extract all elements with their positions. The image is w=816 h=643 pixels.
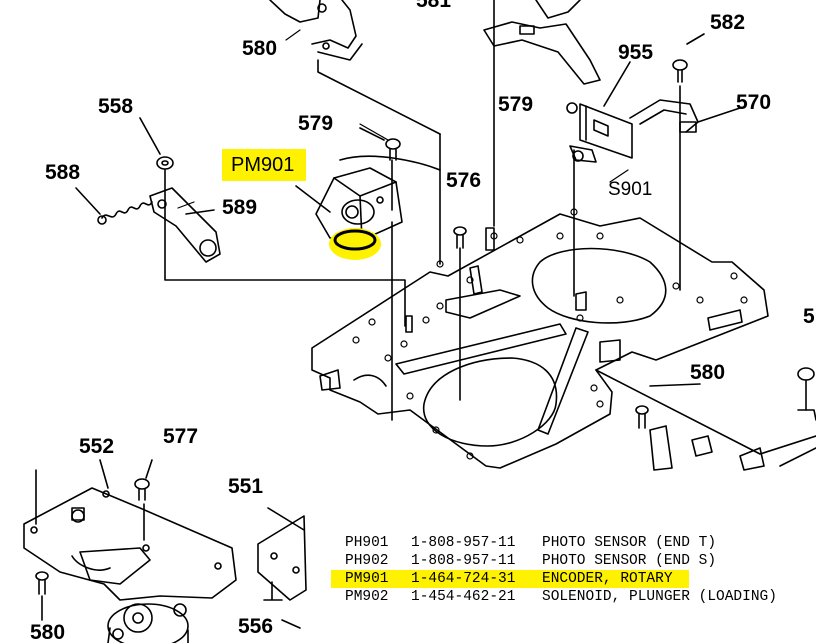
callout-580-top: 580 — [242, 37, 278, 60]
part-description: ENCODER, ROTARY — [542, 571, 673, 587]
plate-551 — [257, 507, 307, 629]
leader-lines — [177, 29, 629, 209]
part-ref: PM901 — [345, 571, 389, 587]
callout-556: 556 — [238, 615, 274, 638]
rotary-encoder-pm901 — [295, 155, 441, 260]
callout-955: 955 — [618, 41, 654, 64]
callout-edge-5: 5 — [803, 305, 815, 328]
part-ref: PM902 — [345, 589, 389, 605]
callout-576: 576 — [446, 169, 482, 192]
callout-551: 551 — [228, 475, 264, 498]
callout-s901: S901 — [608, 179, 653, 200]
callout-579-right: 579 — [498, 93, 534, 116]
part-number: 1-464-724-31 — [411, 571, 516, 587]
pm901-tag-label: PM901 — [231, 154, 295, 176]
part-ref: PH902 — [345, 553, 389, 569]
part-description: PHOTO SENSOR (END S) — [542, 553, 717, 569]
screw-579-left — [359, 127, 401, 421]
bracket-581 — [483, 0, 601, 85]
main-chassis-plate — [311, 0, 769, 469]
callout-582: 582 — [710, 11, 746, 34]
part-number: 1-808-957-11 — [411, 535, 516, 551]
callout-581: 581 — [416, 0, 452, 12]
cable-clamp-570 — [629, 99, 741, 133]
lower-left-assembly-552 — [23, 459, 237, 643]
parts-list-row: PM901 1-464-724-31 ENCODER, ROTARY — [331, 570, 689, 588]
right-side-parts — [595, 367, 816, 471]
callout-577: 577 — [163, 425, 199, 448]
parts-list-row: PH901 1-808-957-11 PHOTO SENSOR (END T) — [345, 534, 777, 552]
callout-579-left: 579 — [298, 112, 334, 135]
callout-580-mid: 580 — [690, 361, 726, 384]
pm901-highlight-tag: PM901 — [222, 149, 306, 181]
screw-576 — [453, 226, 467, 401]
bracket-580-top — [269, 0, 441, 135]
callout-570: 570 — [736, 91, 772, 114]
parts-list-row: PH902 1-808-957-11 PHOTO SENSOR (END S) — [345, 552, 777, 570]
callout-580-bottom: 580 — [30, 621, 66, 643]
part-description: PHOTO SENSOR (END T) — [542, 535, 717, 551]
screw-582 — [672, 33, 705, 83]
callout-589: 589 — [222, 196, 258, 219]
part-description: SOLENOID, PLUNGER (LOADING) — [542, 589, 777, 605]
part-number: 1-808-957-11 — [411, 553, 516, 569]
callout-588: 588 — [45, 161, 81, 184]
sensor-board-955 — [566, 61, 633, 163]
lever-assembly-589 — [75, 117, 406, 327]
callout-552: 552 — [79, 435, 115, 458]
parts-list-row: PM902 1-454-462-21 SOLENOID, PLUNGER (LOAD… — [345, 588, 777, 606]
callout-558: 558 — [98, 95, 134, 118]
part-ref: PH901 — [345, 535, 389, 551]
part-number: 1-454-462-21 — [411, 589, 516, 605]
